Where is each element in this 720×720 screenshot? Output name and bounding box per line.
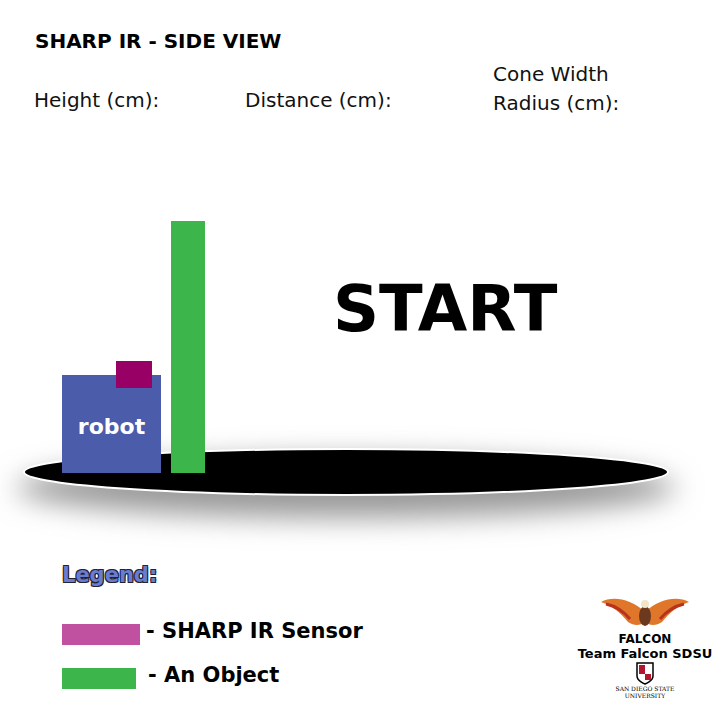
university-text: SAN DIEGO STATE UNIVERSITY: [615, 685, 675, 699]
falcon-logo: [601, 599, 689, 626]
sdsu-shield: [637, 663, 653, 684]
node-text: robot: [78, 410, 145, 439]
distance-label: Distance (cm):: [245, 88, 392, 112]
object-bar: [171, 221, 205, 473]
legend-heading: Legend:: [62, 563, 157, 587]
legend-swatch: [62, 624, 140, 645]
falcon-text: FALCON: [590, 632, 700, 646]
sharp-ir-sensor: [116, 361, 152, 388]
start-heading: START: [333, 272, 557, 346]
legend-swatch: [62, 668, 136, 689]
height-label: Height (cm):: [34, 88, 159, 112]
legend-text: - An Object: [148, 663, 279, 687]
cone-width-label: Cone Width Radius (cm):: [493, 60, 658, 118]
diagram-title: SHARP IR - SIDE VIEW: [35, 29, 281, 53]
legend-text: - SHARP IR Sensor: [146, 619, 363, 643]
robot-box: robot: [62, 375, 161, 473]
team-text: Team Falcon SDSU: [550, 646, 720, 661]
